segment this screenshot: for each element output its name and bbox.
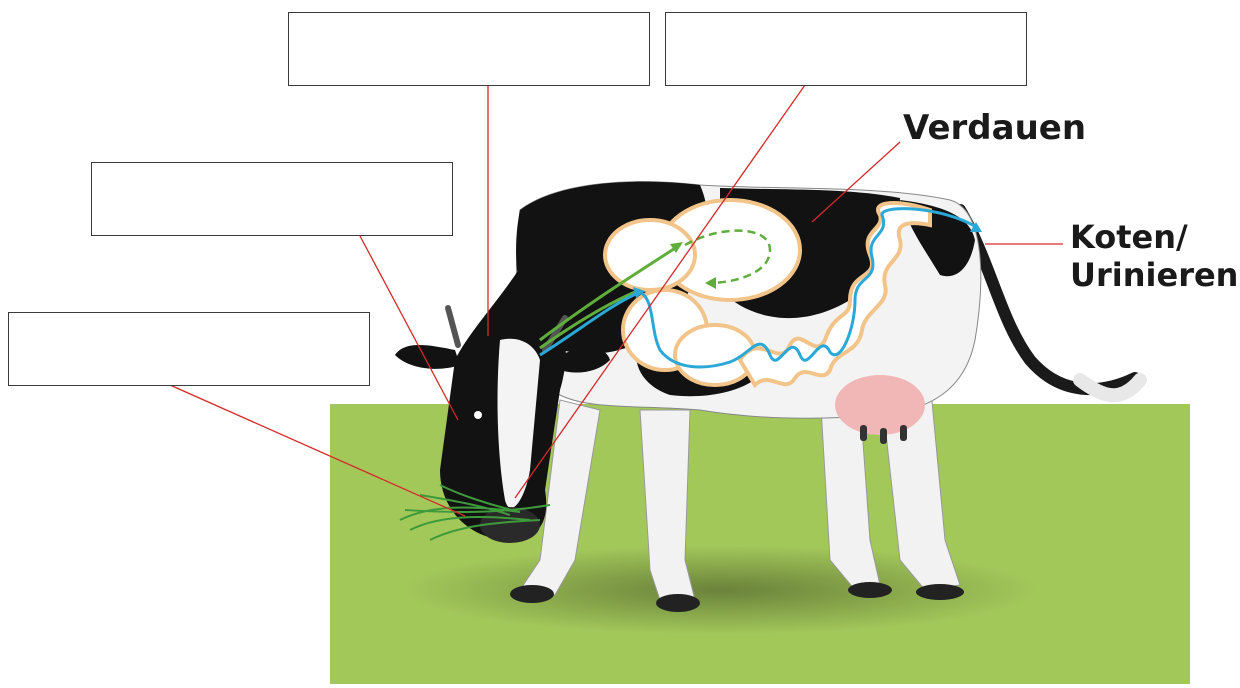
leader-line-box-middle bbox=[360, 236, 458, 420]
label-koten: Koten/ bbox=[1070, 218, 1188, 256]
answer-box-middle-left[interactable] bbox=[91, 162, 453, 236]
answer-box-top-left[interactable] bbox=[288, 12, 650, 86]
answer-box-top-right[interactable] bbox=[665, 12, 1027, 86]
label-verdauen: Verdauen bbox=[903, 108, 1086, 149]
label-urinieren: Urinieren bbox=[1070, 256, 1238, 294]
answer-box-bottom-left[interactable] bbox=[8, 312, 370, 386]
reticulum bbox=[605, 220, 695, 290]
